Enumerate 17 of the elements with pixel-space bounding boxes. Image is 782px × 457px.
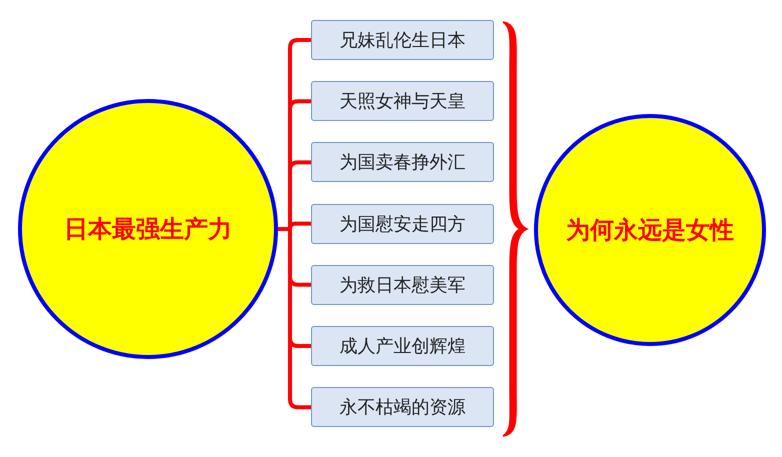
topic-box — [311, 81, 494, 122]
topic-text: 为何永远是女性 — [566, 215, 734, 246]
topic-text: 为国卖春挣外汇 — [340, 151, 466, 174]
topic-text: 成人产业创辉煌 — [340, 335, 466, 358]
topic-box — [311, 142, 494, 182]
topic-text: 兄妹乱伦生日本 — [340, 29, 466, 52]
topic-text: 为救日本慰美军 — [340, 274, 466, 297]
curly-brace — [502, 20, 529, 438]
topic-box — [311, 326, 494, 366]
topic-text: 永不枯竭的资源 — [340, 396, 466, 420]
topic-text: 为国慰安走四方 — [340, 212, 466, 236]
topic-text: 日本最强生产力 — [64, 214, 232, 245]
topic-box — [311, 387, 494, 428]
topic-box — [311, 264, 494, 305]
topic-box — [311, 20, 494, 60]
topic-text: 天照女神与天皇 — [340, 90, 466, 114]
topic-box — [311, 204, 494, 244]
